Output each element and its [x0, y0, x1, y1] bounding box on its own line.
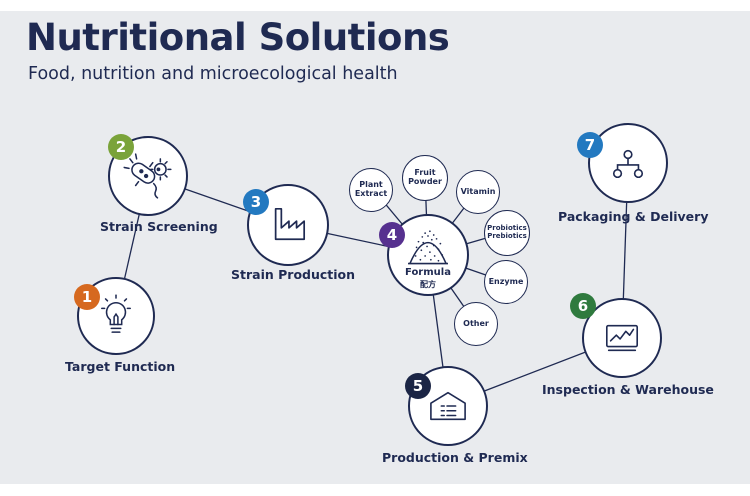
option-plant-extract-line2: Extract — [354, 189, 388, 198]
label-packaging-delivery: Packaging & Delivery — [558, 209, 709, 224]
label-strain-screening: Strain Screening — [100, 219, 218, 234]
page-subtitle: Food, nutrition and microecological heal… — [28, 64, 398, 84]
option-plant-extract-line1: Plant — [359, 180, 383, 190]
node-production-premix[interactable] — [408, 366, 488, 446]
option-vitamin-line1: Vitamin — [460, 186, 496, 196]
option-other-line1: Other — [463, 318, 489, 328]
label-inspection-warehouse: Inspection & Warehouse — [542, 382, 714, 397]
option-fruit-powder-line1: Fruit — [414, 168, 436, 178]
powder-pile-icon — [408, 230, 448, 265]
page-title: Nutritional Solutions — [26, 16, 450, 59]
network-icon — [612, 149, 644, 179]
factory-icon — [274, 207, 306, 241]
label-strain-production: Strain Production — [231, 267, 356, 282]
step-badge-1: 1 — [74, 284, 100, 310]
option-vitamin[interactable]: Vitamin — [456, 170, 500, 214]
option-other[interactable]: Other — [454, 302, 498, 346]
monitor-chart-icon — [605, 324, 639, 352]
bacteria-icon — [123, 153, 172, 199]
step-badge-7: 7 — [577, 132, 603, 158]
node-packaging-delivery[interactable] — [588, 123, 668, 203]
formula-label: Formula — [405, 267, 451, 278]
option-fruit-powder-line2: Powder — [408, 177, 442, 186]
option-enzyme-line1: Enzyme — [488, 276, 524, 286]
label-target-function: Target Function — [65, 359, 176, 374]
step-badge-4: 4 — [379, 222, 405, 248]
step-badge-5: 5 — [405, 373, 431, 399]
node-target-function[interactable] — [77, 277, 155, 355]
warehouse-icon — [430, 391, 466, 421]
option-enzyme[interactable]: Enzyme — [484, 260, 528, 304]
step-badge-2: 2 — [108, 134, 134, 160]
step-badge-3: 3 — [243, 189, 269, 215]
node-inspection-warehouse[interactable] — [582, 298, 662, 378]
option-probiotics-line: Probiotics — [487, 224, 527, 233]
lightbulb-icon — [101, 294, 131, 333]
step-badge-6: 6 — [570, 293, 596, 319]
formula-sublabel: 配方 — [420, 280, 436, 289]
label-production-premix: Production & Premix — [382, 450, 528, 465]
option-prebiotics-line: Prebiotics — [487, 232, 527, 240]
